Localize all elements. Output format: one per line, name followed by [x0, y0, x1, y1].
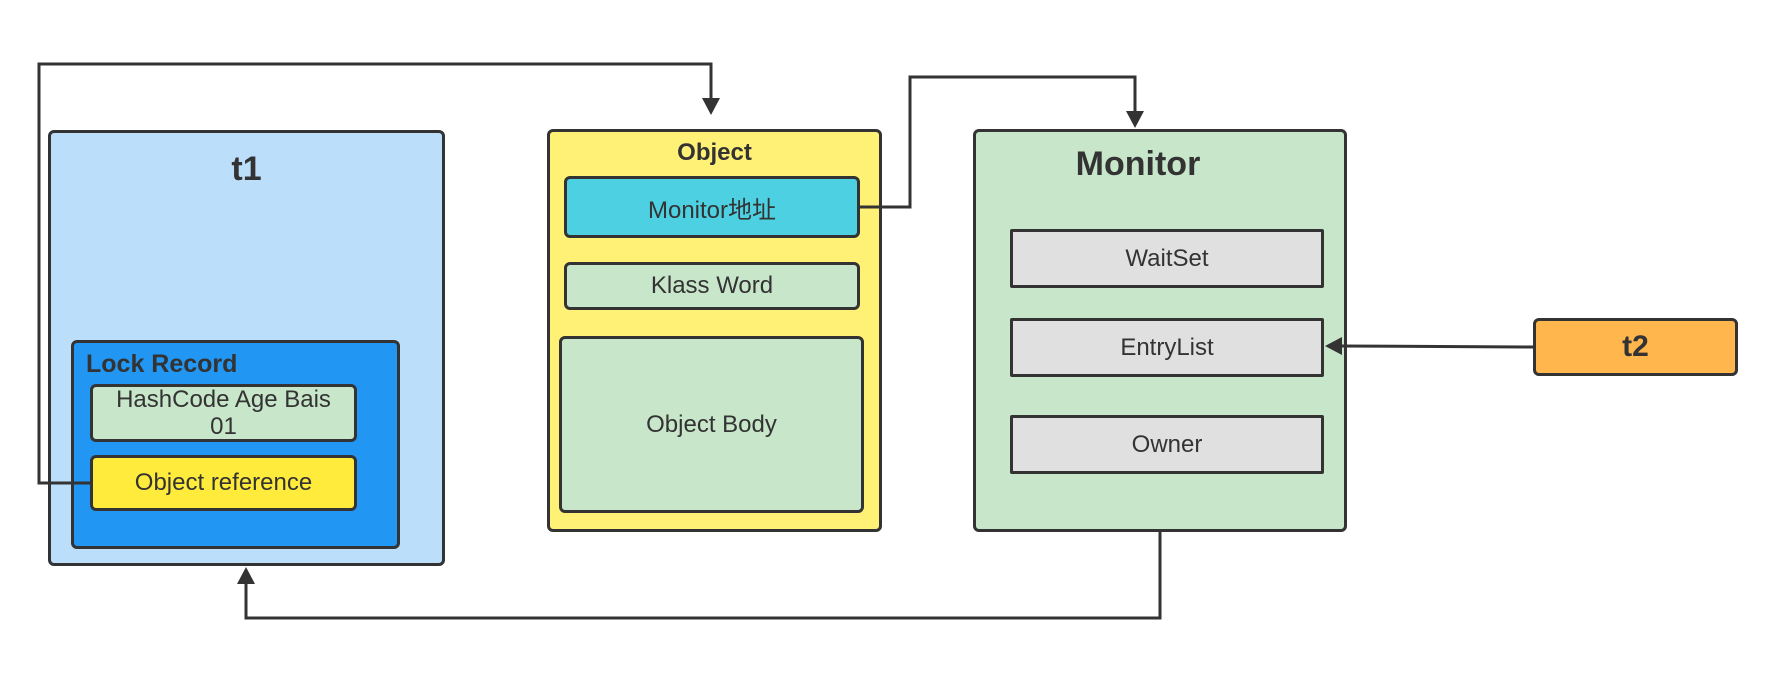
thread-t1-title: t1 — [231, 150, 262, 188]
waitset-slot: WaitSet — [1010, 229, 1324, 288]
connector-t2-to-entrylist — [1339, 344, 1534, 349]
klass-word-field: Klass Word — [564, 262, 860, 310]
arrowhead-t1 — [237, 567, 255, 584]
object-body-field: Object Body — [559, 336, 864, 513]
object-reference-field: Object reference — [90, 455, 357, 511]
hashcode-line-2: 01 — [210, 413, 237, 440]
object-body-label: Object Body — [646, 410, 777, 438]
monitor-title: Monitor — [1075, 145, 1201, 183]
arrowhead-object — [702, 98, 720, 115]
entrylist-slot: EntryList — [1010, 318, 1324, 377]
thread-t2-box: t2 — [1533, 318, 1738, 376]
monitor-address-label: Monitor地址 — [647, 196, 777, 224]
hashcode-line-1: HashCode Age Bais — [116, 386, 331, 413]
object-reference-label: Object reference — [134, 469, 313, 496]
owner-slot: Owner — [1010, 415, 1324, 474]
thread-t2-title: t2 — [1622, 330, 1649, 363]
lock-record-title: Lock Record — [86, 350, 238, 378]
monitor-address-field: Monitor地址 — [564, 176, 860, 238]
arrowhead-monitor — [1126, 111, 1144, 128]
owner-label: Owner — [1131, 430, 1203, 458]
klass-word-label: Klass Word — [650, 272, 774, 299]
object-title: Object — [677, 139, 752, 166]
waitset-label: WaitSet — [1125, 244, 1209, 272]
entrylist-label: EntryList — [1120, 333, 1214, 361]
hashcode-age-bias-field: HashCode Age Bais 01 — [90, 384, 357, 442]
